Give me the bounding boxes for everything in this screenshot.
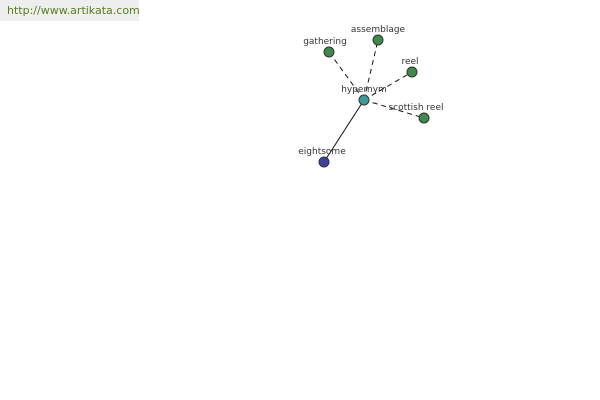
graph-nodes [318,34,430,168]
node-hypernym-center[interactable] [358,94,370,106]
label-hypernym: hypernym [341,85,387,95]
url-banner: http://www.artikata.com [0,0,140,21]
edge-scottish-reel [363,99,425,119]
label-eightsome: eightsome [298,147,346,157]
edge-assemblage [363,39,379,101]
node-scottish-reel[interactable] [418,112,430,124]
edge-eightsome [323,99,365,163]
node-eightsome[interactable] [318,156,330,168]
edge-gathering [328,51,365,101]
node-reel[interactable] [406,66,418,78]
edge-reel [363,71,413,101]
node-assemblage[interactable] [372,34,384,46]
label-assemblage: assemblage [351,25,406,35]
label-gathering: gathering [303,37,347,47]
graph-labels: gathering assemblage reel scottish reelhype… [298,25,443,157]
site-url-link[interactable]: http://www.artikata.com [7,4,140,17]
label-reel: reel [401,57,418,67]
node-gathering[interactable] [323,46,335,58]
graph-edges [323,39,425,163]
label-scottish-reel: scottish reel [388,103,443,113]
